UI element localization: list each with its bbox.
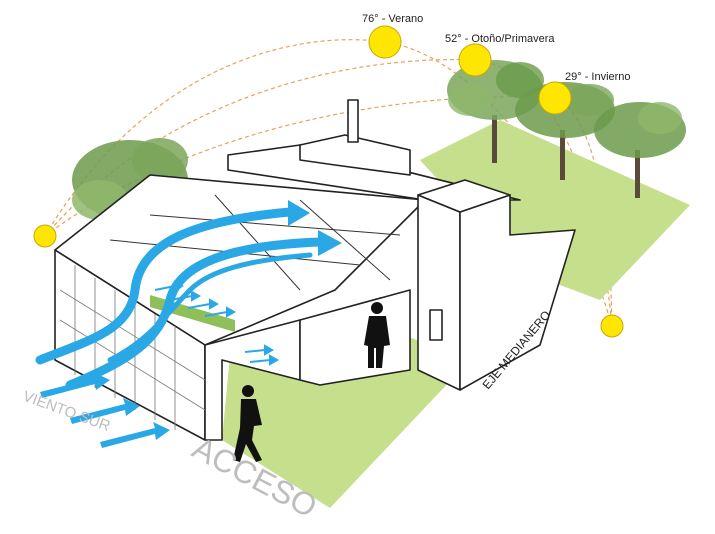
sun-label-summer: 76° - Verano — [362, 13, 423, 25]
inner-volume — [299, 289, 411, 386]
wind-curve-3 — [107, 252, 313, 363]
person-walking-icon — [233, 385, 262, 462]
neighbour-lawn — [420, 120, 690, 300]
sun-summer-icon — [368, 25, 402, 59]
sun-label-equinox: 52° - Otoño/Primavera — [445, 33, 555, 45]
wind-arrow-3 — [100, 422, 170, 448]
wind-arrowheads — [288, 200, 342, 256]
tower-top — [417, 179, 511, 213]
sun-winter-icon — [538, 81, 572, 115]
tower-front — [417, 194, 461, 391]
interior-air-arrows — [154, 280, 280, 366]
wind-curve-1 — [35, 207, 295, 365]
south-wind-arrows — [40, 372, 170, 448]
house — [54, 99, 576, 441]
sun-label-winter: 29° - Invierno — [565, 71, 631, 83]
tower-window — [429, 309, 443, 341]
sun-set-icon — [600, 314, 624, 338]
chimney — [347, 99, 359, 143]
sun-equinox-icon — [458, 43, 492, 77]
wind-arrow-2 — [70, 398, 140, 424]
suns — [33, 25, 624, 338]
wind-arrow-1 — [40, 372, 110, 398]
sun-rise-icon — [33, 224, 57, 248]
background-trees — [447, 60, 686, 198]
upper-volume — [299, 134, 411, 176]
tree-back-3 — [594, 102, 686, 198]
person-standing-icon — [364, 302, 390, 368]
